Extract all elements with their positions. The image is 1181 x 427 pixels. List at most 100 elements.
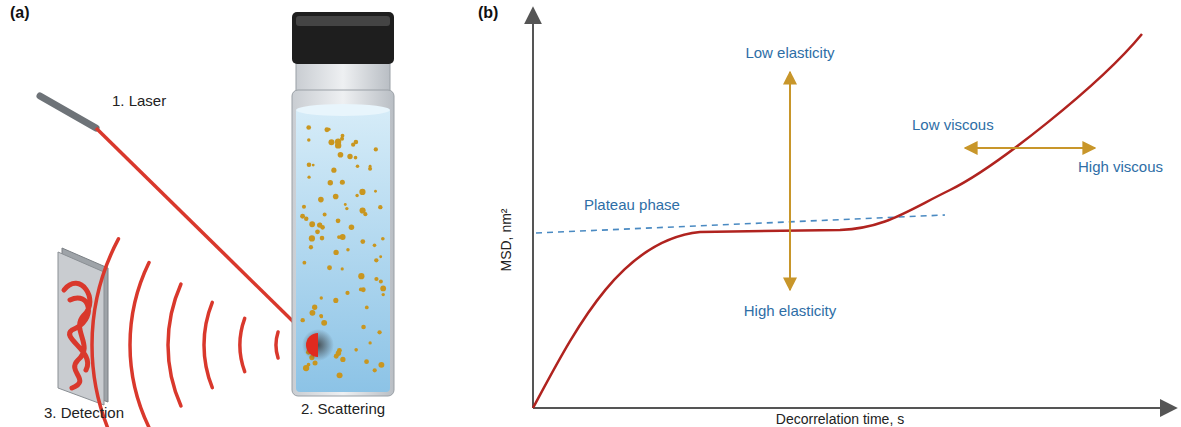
particle [368, 341, 371, 344]
panel-letter: (b) [478, 4, 498, 22]
particle [334, 354, 339, 359]
particle [364, 359, 369, 364]
particle [379, 255, 382, 258]
particle [323, 212, 327, 216]
laser-beam [96, 128, 316, 344]
particle [354, 348, 358, 352]
particle [300, 318, 304, 322]
particle [313, 361, 318, 366]
part-label: 3. Detection [44, 404, 124, 422]
annotation: High viscous [1078, 158, 1163, 176]
msd-curve [533, 34, 1142, 408]
particle [359, 288, 363, 292]
particle [333, 298, 338, 303]
scattered-waves [92, 239, 278, 427]
annotation: High elasticity [744, 302, 837, 320]
particle [374, 147, 378, 151]
elasticity-arrow [789, 72, 791, 290]
y-axis [532, 8, 534, 408]
particle [354, 156, 358, 160]
particle [315, 229, 320, 234]
particle [358, 273, 364, 279]
particle [378, 362, 384, 368]
particle [340, 357, 345, 362]
particle [355, 194, 358, 197]
particle [310, 310, 316, 316]
particle [331, 168, 336, 173]
particle [347, 154, 352, 159]
annotation: Low viscous [912, 116, 994, 134]
particle [328, 139, 334, 145]
axis-title: Decorrelation time, s [776, 410, 904, 427]
particle [307, 138, 310, 141]
particle [307, 176, 310, 179]
wave-arc [276, 332, 278, 358]
particle [336, 218, 341, 223]
wave-arc [130, 263, 149, 427]
particle [349, 224, 355, 230]
detector [58, 248, 108, 405]
particle [309, 245, 313, 249]
particle [302, 205, 306, 209]
particle [320, 236, 325, 241]
particle [346, 248, 349, 251]
particle [356, 164, 360, 168]
particle [340, 180, 345, 185]
particle [377, 330, 381, 334]
particle [337, 235, 341, 239]
laser-fiber [40, 96, 96, 128]
particle [379, 280, 383, 284]
particle [312, 305, 317, 310]
particle [360, 207, 366, 213]
particle [306, 125, 311, 130]
particle [338, 152, 344, 158]
particle [368, 167, 372, 171]
wave-arc [240, 318, 245, 371]
particle [341, 267, 344, 270]
particle [365, 306, 369, 310]
particle [360, 239, 365, 244]
particle [378, 205, 382, 209]
particle [373, 243, 377, 247]
particle [374, 190, 377, 193]
particle [309, 235, 315, 241]
particle [333, 194, 339, 200]
annotation: Low elasticity [745, 44, 834, 62]
panel-letter: (a) [10, 4, 30, 22]
particle [351, 142, 355, 146]
particle [381, 237, 385, 241]
particle [327, 265, 332, 270]
particle [373, 368, 377, 372]
part-label: 1. Laser [112, 92, 166, 110]
particle [320, 225, 325, 230]
particle [380, 286, 386, 292]
annotation: Plateau phase [584, 196, 680, 214]
x-axis [533, 407, 1176, 409]
part-label: 2. Scattering [301, 400, 385, 418]
viscosity-arrow [965, 147, 1095, 149]
particle [328, 128, 331, 131]
axis-title: MSD, nm² [497, 209, 515, 272]
particle [382, 293, 385, 296]
particle [345, 291, 349, 295]
particle [333, 250, 338, 255]
particle [318, 197, 324, 203]
particle [337, 372, 343, 378]
particle [359, 189, 365, 195]
particle [319, 314, 323, 318]
particle [361, 325, 366, 330]
particle [307, 162, 312, 167]
particle [374, 277, 378, 281]
particle [312, 164, 315, 167]
particle [309, 221, 315, 227]
wave-arc [92, 239, 118, 427]
particle [345, 207, 348, 210]
particle [321, 320, 327, 326]
vial [292, 12, 394, 396]
particle [344, 203, 347, 206]
particle [374, 258, 378, 262]
wave-arc [204, 302, 212, 387]
particle [319, 223, 322, 226]
